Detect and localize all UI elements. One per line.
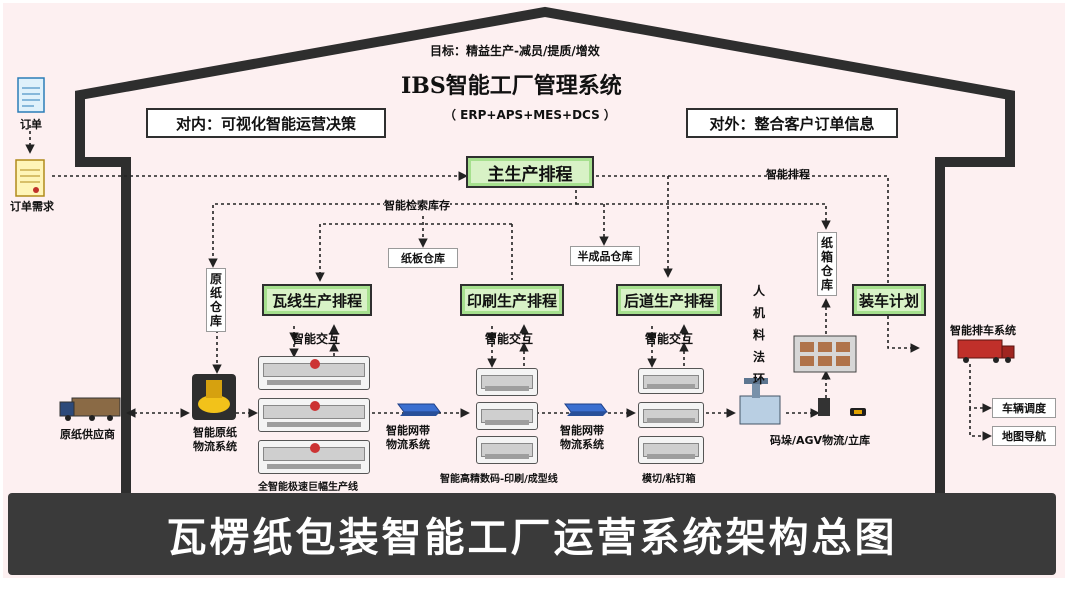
external-order-box: 对外：整合客户订单信息 <box>686 108 898 138</box>
smart-schedule-label: 智能排程 <box>766 168 810 181</box>
agv-vehicle-icon <box>818 398 866 416</box>
post-process-schedule-box: 后道生产排程 <box>616 284 722 316</box>
man-machine-label: 人机料法环 <box>752 284 765 386</box>
system-subtitle: （ ERP+APS+MES+DCS ） <box>444 108 616 122</box>
corrugator-machine-3 <box>258 440 370 474</box>
smart-search-label: 智能检索库存 <box>384 197 450 213</box>
main-production-schedule: 主生产排程 <box>466 156 594 188</box>
corrugator-schedule-box: 瓦线生产排程 <box>262 284 372 316</box>
die-cut-label: 模切/粘钉箱 <box>642 474 696 485</box>
supplier-truck-icon <box>59 397 121 421</box>
system-title: IBS智能工厂管理系统 <box>401 73 622 99</box>
die-cut-machine-2 <box>638 402 704 428</box>
corrugator-machine-1 <box>258 356 370 390</box>
goal-text: 目标：精益生产-减员/提质/增效 <box>430 44 600 58</box>
map-navigation-box: 地图导航 <box>992 426 1056 446</box>
corrugator-line-label: 全智能极速巨幅生产线 <box>258 482 358 493</box>
conveyor-system-label-2: 智能网带物流系统 <box>560 424 604 451</box>
stack-agv-label: 码垛/AGV物流/立库 <box>770 434 871 447</box>
order-document-icon <box>17 77 45 113</box>
digital-print-machine-1 <box>476 368 538 396</box>
raw-paper-supplier-label: 原纸供应商 <box>60 428 115 441</box>
interaction-label-3: 智能交互 <box>645 332 694 346</box>
conveyor-icon-1 <box>397 403 441 416</box>
corrugator-machine-2 <box>258 398 370 432</box>
die-cut-machine-1 <box>638 368 704 394</box>
conveyor-icon-2 <box>564 403 608 416</box>
truck-system-label: 智能排车系统 <box>950 324 1016 337</box>
warehouse-rack-icon <box>793 335 857 373</box>
order-demand-label: 订单需求 <box>10 200 54 213</box>
carton-warehouse-box: 纸箱仓库 <box>817 232 837 296</box>
conveyor-system-label-1: 智能网带物流系统 <box>386 424 430 451</box>
loading-plan-box: 装车计划 <box>852 284 926 316</box>
order-label: 订单 <box>20 118 42 131</box>
main-title-banner: 瓦楞纸包装智能工厂运营系统架构总图 <box>8 493 1056 575</box>
digital-print-machine-3 <box>476 436 538 464</box>
interaction-label-2: 智能交互 <box>485 332 534 346</box>
digital-print-line-label: 智能高精数码-印刷/成型线 <box>440 474 558 485</box>
raw-paper-logistics-label: 智能原纸物流系统 <box>193 426 237 453</box>
raw-paper-warehouse-box: 原纸仓库 <box>206 268 226 332</box>
semi-product-warehouse-box: 半成品仓库 <box>570 246 640 266</box>
vehicle-dispatch-box: 车辆调度 <box>992 398 1056 418</box>
board-warehouse-box: 纸板仓库 <box>388 248 458 268</box>
interaction-label-1: 智能交互 <box>292 332 341 346</box>
red-truck-icon <box>957 339 1015 363</box>
raw-paper-agv-icon <box>192 374 236 420</box>
order-demand-icon <box>15 159 45 197</box>
die-cut-machine-3 <box>638 436 704 464</box>
print-schedule-box: 印刷生产排程 <box>460 284 564 316</box>
digital-print-machine-2 <box>476 402 538 430</box>
house-outline <box>75 6 1015 496</box>
palletizer-robot-icon <box>739 378 781 425</box>
internal-decision-box: 对内：可视化智能运营决策 <box>146 108 386 138</box>
